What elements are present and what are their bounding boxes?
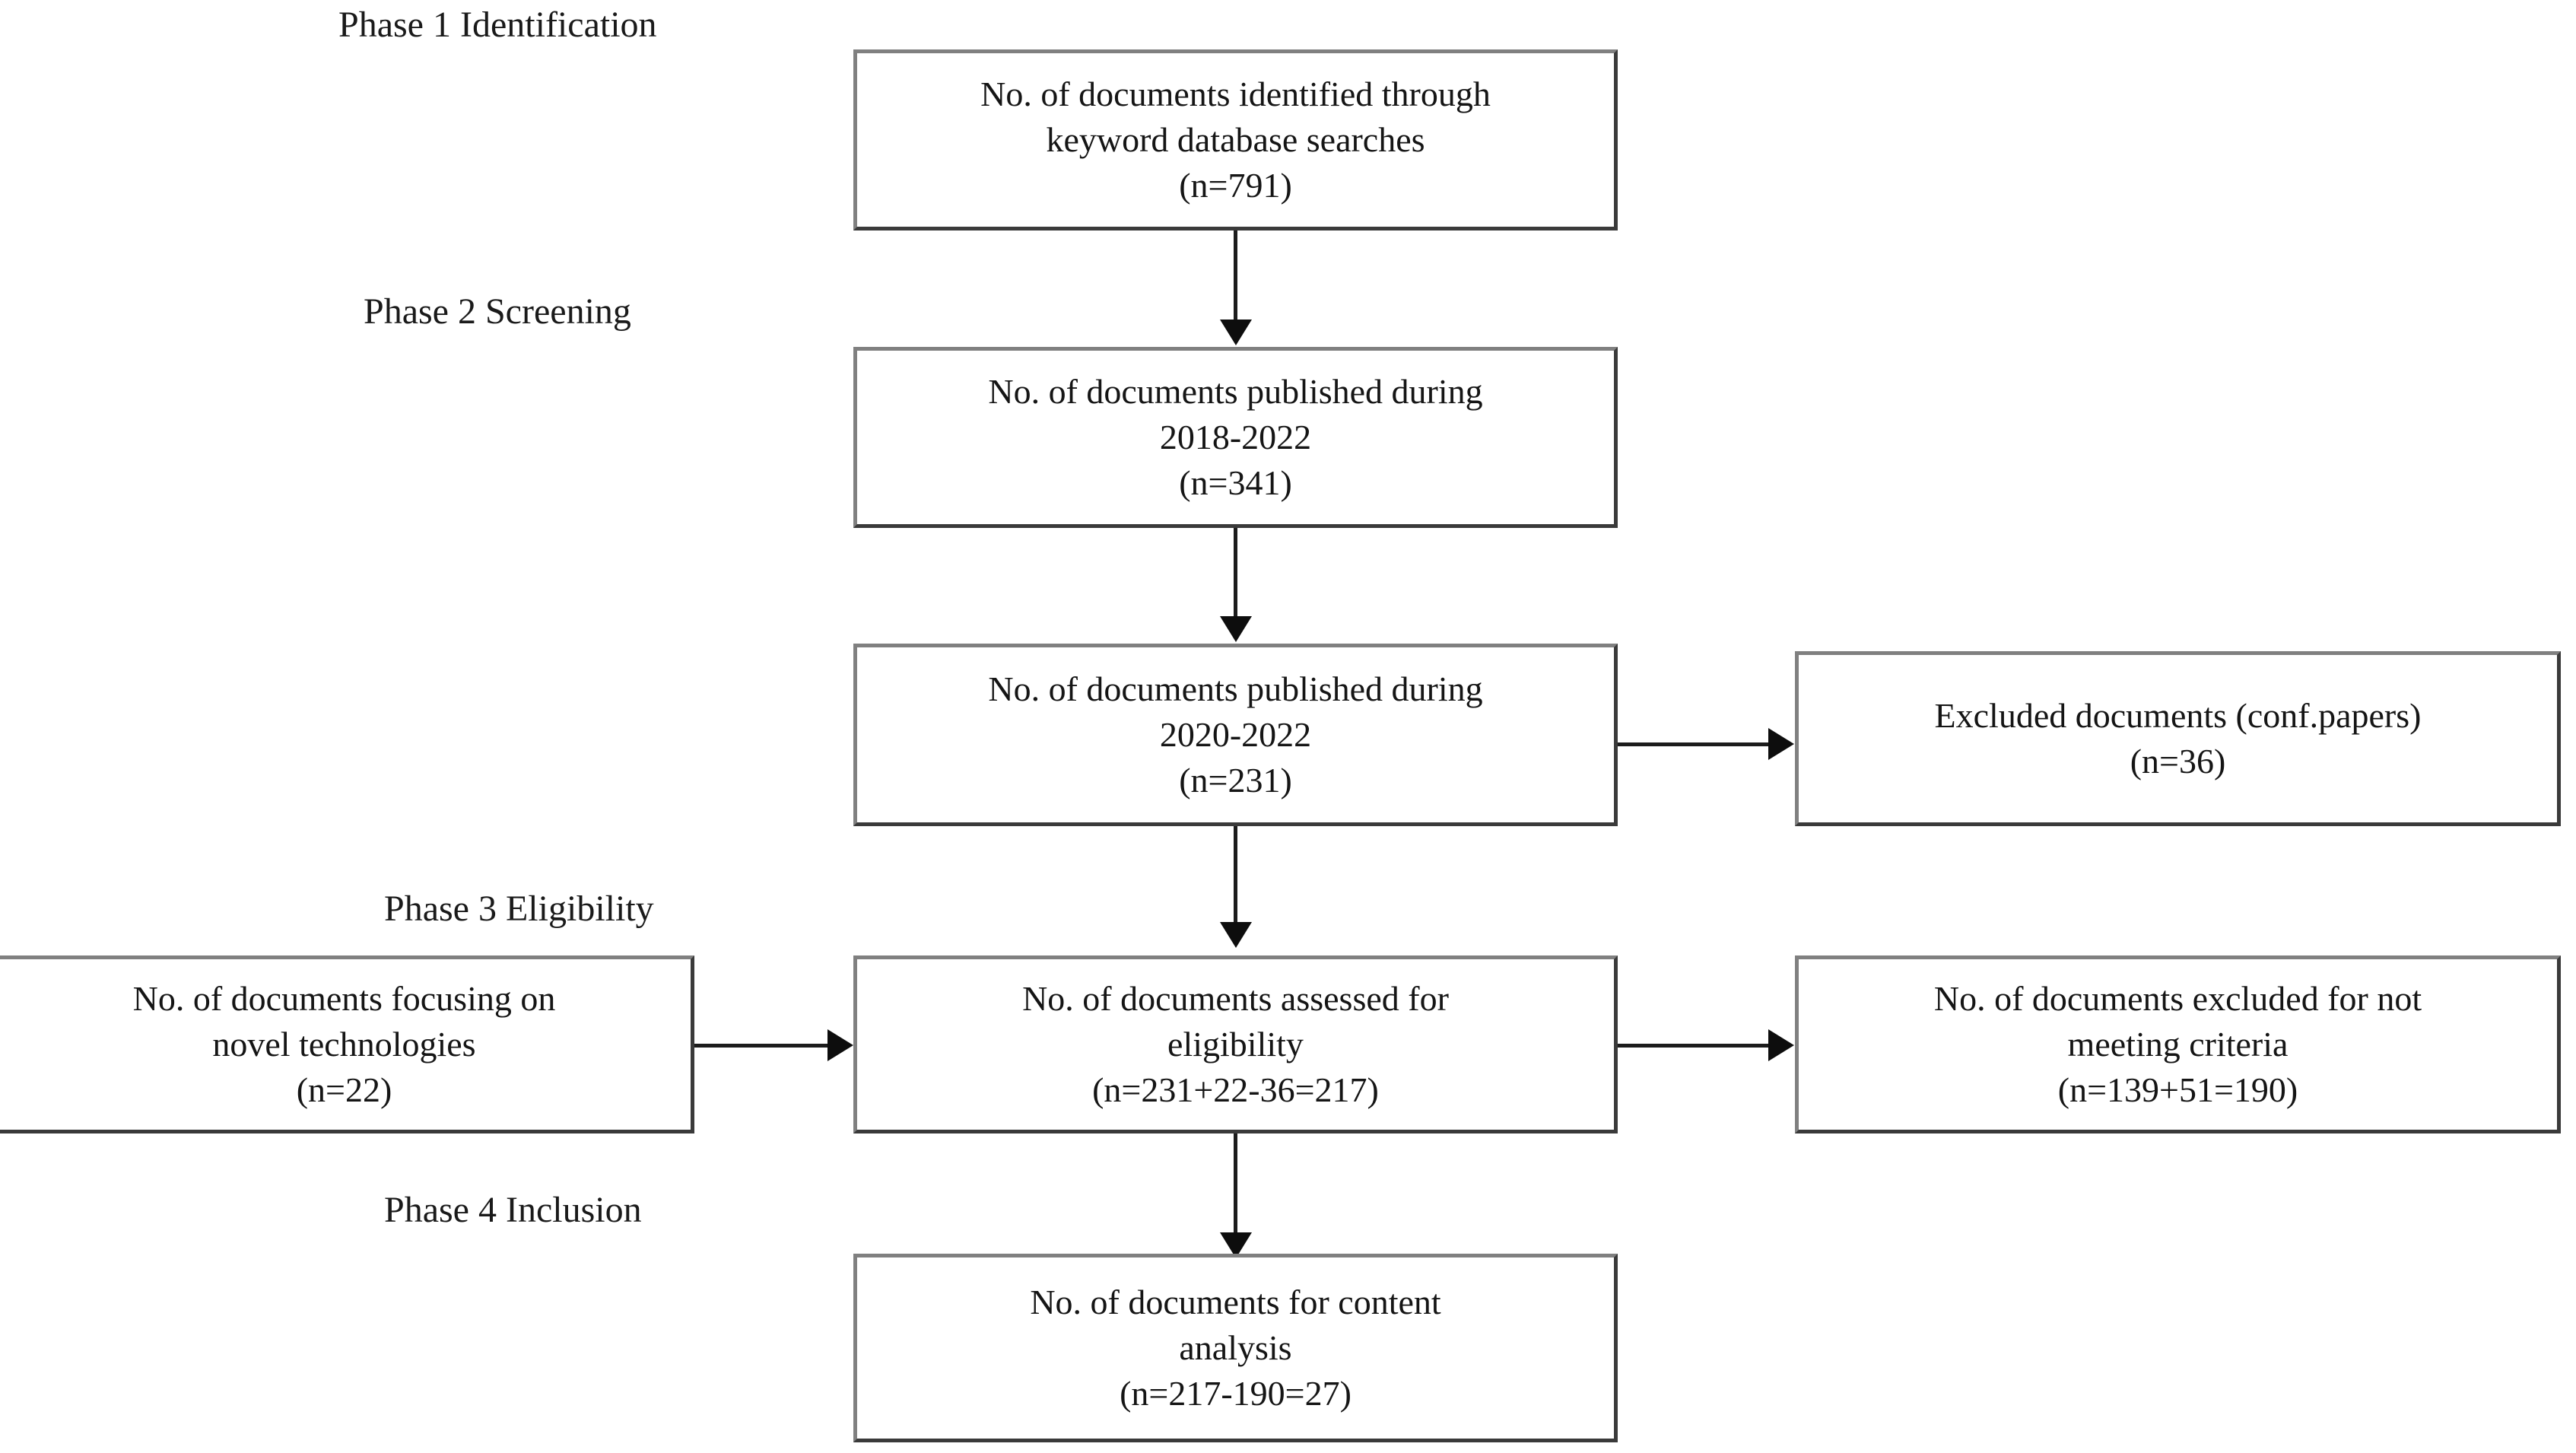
arrowhead-down-icon (1220, 922, 1252, 948)
box-line: No. of documents published during (988, 372, 1483, 412)
box-line: Excluded documents (conf.papers) (1934, 696, 2422, 736)
connector-identified-to-published2018 (1234, 231, 1237, 337)
box-documents-published-2020-2022: No. of documents published during 2020-2… (853, 644, 1618, 826)
phase-label-eligibility: Phase 3 Eligibility (384, 889, 654, 929)
box-line: keyword database searches (1046, 120, 1425, 160)
box-line: 2018-2022 (1159, 418, 1312, 457)
box-documents-published-2018-2022: No. of documents published during 2018-2… (853, 347, 1618, 528)
box-count: (n=791) (1179, 165, 1292, 205)
box-count: (n=341) (1179, 463, 1292, 502)
arrowhead-right-icon (827, 1029, 853, 1061)
arrowhead-right-icon (1768, 728, 1794, 760)
connector-published2018-to-published2020 (1234, 528, 1237, 634)
box-documents-novel-technologies: No. of documents focusing on novel techn… (0, 955, 694, 1133)
arrowhead-down-icon (1220, 616, 1252, 642)
phase-label-identification: Phase 1 Identification (338, 5, 657, 45)
box-line: No. of documents for content (1030, 1283, 1441, 1322)
connector-novel-to-assessed (694, 1044, 840, 1048)
box-documents-identified: No. of documents identified through keyw… (853, 49, 1618, 231)
box-line: eligibility (1167, 1025, 1304, 1064)
box-documents-content-analysis: No. of documents for content analysis (n… (853, 1254, 1618, 1442)
box-count: (n=36) (2130, 742, 2226, 781)
connector-assessed-to-content-analysis (1234, 1133, 1237, 1254)
box-count: (n=231+22-36=217) (1092, 1070, 1379, 1109)
box-count: (n=231) (1179, 760, 1292, 800)
arrowhead-right-icon (1768, 1029, 1794, 1061)
box-line: meeting criteria (2067, 1025, 2289, 1064)
box-line: No. of documents identified through (980, 75, 1491, 114)
connector-published2020-to-assessed (1234, 826, 1237, 940)
box-count: (n=217-190=27) (1120, 1373, 1352, 1413)
box-documents-excluded-criteria: No. of documents excluded for not meetin… (1795, 955, 2561, 1133)
arrowhead-down-icon (1220, 320, 1252, 345)
phase-label-inclusion: Phase 4 Inclusion (384, 1190, 642, 1230)
box-line: No. of documents assessed for (1022, 979, 1449, 1019)
box-count: (n=22) (296, 1070, 392, 1109)
phase-label-screening: Phase 2 Screening (364, 291, 631, 332)
box-excluded-conference-papers: Excluded documents (conf.papers) (n=36) (1795, 651, 2561, 826)
box-documents-assessed-eligibility: No. of documents assessed for eligibilit… (853, 955, 1618, 1133)
box-line: No. of documents excluded for not (1933, 979, 2422, 1019)
box-line: 2020-2022 (1159, 715, 1312, 755)
connector-published2020-to-excluded-conf (1618, 742, 1781, 746)
box-line: No. of documents focusing on (132, 979, 556, 1019)
box-line: analysis (1179, 1328, 1292, 1368)
connector-assessed-to-excluded-criteria (1618, 1044, 1781, 1048)
box-count: (n=139+51=190) (2057, 1070, 2298, 1109)
box-line: No. of documents published during (988, 669, 1483, 709)
box-line: novel technologies (212, 1025, 476, 1064)
